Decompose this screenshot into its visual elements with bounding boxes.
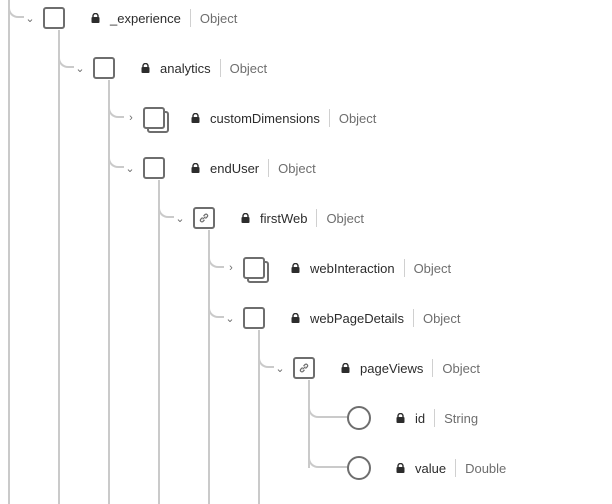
- chevron-down-icon[interactable]: ⌄: [175, 212, 185, 225]
- separator: [328, 109, 330, 127]
- tree-node-webinteraction[interactable]: webInteraction Object: [291, 258, 451, 278]
- node-type: Object: [442, 360, 480, 376]
- node-name: analytics: [160, 60, 211, 76]
- chevron-down-icon[interactable]: ⌄: [125, 162, 135, 175]
- separator: [316, 209, 318, 227]
- separator: [189, 9, 191, 27]
- object-icon: [93, 57, 115, 79]
- node-name: webPageDetails: [310, 310, 404, 326]
- link-icon: [293, 357, 315, 379]
- object-array-icon: [243, 257, 269, 283]
- tree-connector: [108, 154, 124, 168]
- tree-connector: [208, 304, 224, 318]
- object-icon: [243, 307, 265, 329]
- tree-node-value[interactable]: value Double: [396, 458, 506, 478]
- lock-icon: [396, 413, 405, 423]
- tree-node-firstweb[interactable]: firstWeb Object: [241, 208, 364, 228]
- lock-icon: [241, 213, 250, 223]
- link-icon: [193, 207, 215, 229]
- tree-node-pageviews[interactable]: pageViews Object: [341, 358, 480, 378]
- tree-connector: [208, 254, 224, 268]
- lock-icon: [141, 63, 150, 73]
- tree-line: [58, 30, 60, 504]
- chevron-down-icon[interactable]: ⌄: [225, 312, 235, 325]
- tree-node-webpagedetails[interactable]: webPageDetails Object: [291, 308, 461, 328]
- tree-connector: [258, 354, 274, 368]
- chevron-right-icon[interactable]: ›: [229, 262, 233, 274]
- object-icon: [43, 7, 65, 29]
- tree-connector: [308, 404, 348, 418]
- lock-icon: [191, 163, 200, 173]
- tree-node-enduser[interactable]: endUser Object: [191, 158, 316, 178]
- separator: [432, 359, 434, 377]
- tree-line: [308, 380, 310, 468]
- lock-icon: [91, 13, 100, 23]
- separator: [219, 59, 221, 77]
- tree-connector: [308, 454, 348, 468]
- object-array-icon: [143, 107, 169, 133]
- node-type: Object: [413, 260, 452, 276]
- node-name: firstWeb: [260, 210, 308, 226]
- node-type: Object: [326, 210, 365, 226]
- node-type: Object: [338, 110, 377, 126]
- tree-node-id[interactable]: id String: [396, 408, 478, 428]
- tree-line: [208, 230, 210, 504]
- node-name: customDimensions: [210, 110, 320, 126]
- node-type: Object: [229, 60, 268, 76]
- separator: [268, 159, 270, 177]
- node-name: pageViews: [360, 360, 424, 376]
- separator: [412, 309, 414, 327]
- node-name: value: [415, 460, 447, 476]
- lock-icon: [341, 363, 350, 373]
- separator: [455, 459, 457, 477]
- lock-icon: [291, 263, 300, 273]
- tree-line: [108, 80, 110, 504]
- node-type: String: [444, 410, 479, 426]
- chevron-down-icon[interactable]: ⌄: [275, 362, 285, 375]
- tree-node-experience[interactable]: _experience Object: [91, 8, 237, 28]
- separator: [434, 409, 436, 427]
- field-icon: [347, 406, 371, 430]
- separator: [403, 259, 405, 277]
- chevron-right-icon[interactable]: ›: [129, 112, 133, 124]
- node-name: id: [415, 410, 426, 426]
- tree-connector: [8, 4, 24, 18]
- node-type: Object: [199, 10, 238, 26]
- lock-icon: [191, 113, 200, 123]
- tree-connector: [108, 104, 124, 118]
- object-icon: [143, 157, 165, 179]
- tree-line: [158, 180, 160, 504]
- tree-node-analytics[interactable]: analytics Object: [141, 58, 267, 78]
- node-name: webInteraction: [310, 260, 395, 276]
- tree-connector: [158, 204, 174, 218]
- node-type: Object: [422, 310, 461, 326]
- node-name: _experience: [110, 10, 181, 26]
- lock-icon: [291, 313, 300, 323]
- chevron-down-icon[interactable]: ⌄: [25, 12, 35, 25]
- tree-node-customdimensions[interactable]: customDimensions Object: [191, 108, 376, 128]
- node-type: Object: [278, 160, 316, 176]
- lock-icon: [396, 463, 405, 473]
- node-type: Double: [465, 460, 507, 476]
- tree-line: [258, 330, 260, 504]
- node-name: endUser: [210, 160, 260, 176]
- tree-line: [8, 0, 10, 504]
- chevron-down-icon[interactable]: ⌄: [75, 62, 85, 75]
- field-icon: [347, 456, 371, 480]
- tree-connector: [58, 54, 74, 68]
